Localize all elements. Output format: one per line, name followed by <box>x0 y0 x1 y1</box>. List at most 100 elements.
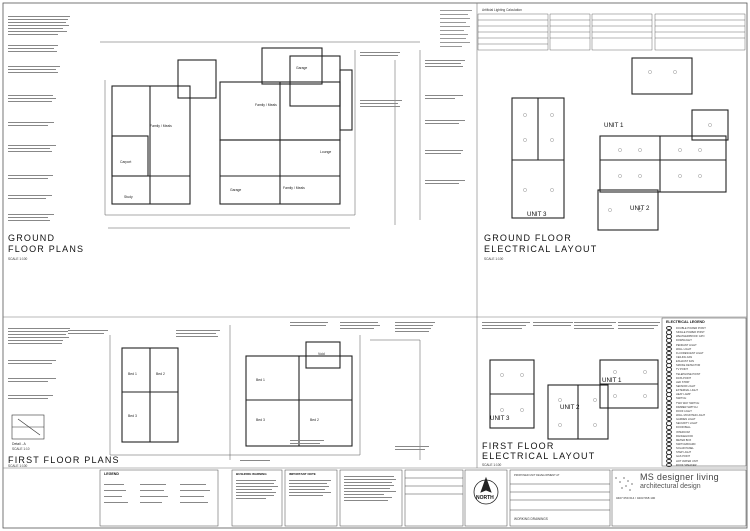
unit1-label-first: UNIT 1 <box>602 377 622 384</box>
legend-item-label: SINGLE POWER POINT <box>676 331 705 335</box>
room-study: Study <box>124 195 133 199</box>
legend-item: METER BOX <box>666 437 744 443</box>
legend-item: CEILING FAN <box>666 354 744 360</box>
important-note-title: IMPORTANT NOTE <box>289 472 316 476</box>
legend-item-label: WEATHERPROOF GPO <box>676 335 705 339</box>
legend-item-label: DIMMER SWITCH <box>676 405 698 409</box>
legend-symbol-icon <box>666 446 672 451</box>
legend-item: WEATHERPROOF GPO <box>666 334 744 339</box>
ground-electrical-scale: SCALE 1:100 <box>484 257 504 261</box>
first-electrical-title-2: ELECTRICAL LAYOUT <box>482 451 596 461</box>
unit3-label-ground: UNIT 3 <box>527 211 547 218</box>
legend-symbol-icon <box>666 334 672 339</box>
legend-item: RANGEHOOD <box>666 433 744 439</box>
legend-item: DOWNLIGHT <box>666 338 744 343</box>
legend-item-label: EXTERNAL LIGHT <box>676 389 698 392</box>
legend-item-label: CEILING FAN <box>676 355 693 359</box>
legend-symbol-icon <box>666 417 672 422</box>
electrical-legend-title: ELECTRICAL LEGEND <box>666 320 705 324</box>
lighting-calc-title: Artificial Lighting Calculation <box>482 8 522 12</box>
legend-item-label: SMOKE DETECTOR <box>676 364 701 368</box>
legend-symbol-icon <box>666 354 672 360</box>
legend-item-label: LED STRIP <box>676 380 690 384</box>
first-electrical-scale: SCALE 1:100 <box>482 463 502 467</box>
legend-item-label: FLUORESCENT LIGHT <box>676 351 704 355</box>
legend-item-label: TV POINT <box>676 368 688 372</box>
legend-symbol-icon <box>666 437 672 443</box>
legend-symbol-icon <box>666 396 672 401</box>
legend-item-label: SWITCH <box>676 397 687 401</box>
legend-symbol-icon <box>666 350 672 356</box>
legend-symbol-icon <box>666 421 672 426</box>
room-bed2-u2: Bed 2 <box>310 418 319 422</box>
ground-electrical-title-1: GROUND FLOOR <box>484 233 572 243</box>
legend-symbol-icon <box>666 450 672 455</box>
legend-symbol-icon <box>666 338 672 343</box>
legend-item: HOT WATER UNIT <box>666 458 744 463</box>
legend-item: TELEPHONE POINT <box>666 371 744 376</box>
room-bed3-u1: Bed 3 <box>256 418 265 422</box>
room-garage-u1: Garage <box>296 66 308 70</box>
ground-plans-scale: SCALE 1:100 <box>8 257 28 261</box>
legend-item: SWITCHBOARD <box>666 441 744 447</box>
legend-symbol-icon <box>666 429 672 434</box>
detail-a-scale: SCALE 1:10 <box>12 447 30 451</box>
legend-item: TV POINT <box>666 367 744 372</box>
legend-item-label: EXHAUST FAN <box>676 360 694 364</box>
room-bed1-u3: Bed 1 <box>128 372 137 376</box>
legend-symbol-icon <box>666 363 672 368</box>
legend-item-label: METER BOX <box>676 438 692 442</box>
legend-symbol-icon <box>666 388 672 393</box>
legend-item-label: GARDEN LIGHT <box>676 417 696 421</box>
legend-item: INTERCOM <box>666 429 744 434</box>
legend-item-label: ROOF LIGHT <box>676 409 692 413</box>
room-garage-u2: Garage <box>230 188 242 192</box>
legend-item: SINGLE POWER POINT <box>666 330 744 335</box>
legend-symbol-icon <box>666 367 672 372</box>
legend-symbol-icon <box>666 454 672 459</box>
legend-symbol-icon <box>666 458 672 463</box>
room-family-meals-u1: Family / Meals <box>255 103 277 107</box>
legend-symbol-icon <box>666 383 672 389</box>
legend-symbol-icon <box>666 330 672 335</box>
legend-symbol-icon <box>666 404 672 410</box>
legend-item-label: TELEPHONE POINT <box>676 372 701 376</box>
unit2-label-ground: UNIT 2 <box>630 205 650 212</box>
legend-item-label: STEP LIGHT <box>676 451 692 455</box>
legend-item-label: DOUBLE POWER POINT <box>676 326 706 330</box>
room-bed3-u3: Bed 3 <box>128 414 137 418</box>
legend-symbol-icon <box>666 462 672 468</box>
ground-plans-title-1: GROUND <box>8 233 56 243</box>
legend-item-label: SENSOR LIGHT <box>676 384 696 388</box>
legend-item-label: TWO WAY SWITCH <box>676 401 700 405</box>
legend-item: TWO WAY SWITCH <box>666 400 744 405</box>
legend-symbol-icon <box>666 433 672 439</box>
legend-item: LED STRIP <box>666 379 744 385</box>
legend-item: SMOKE DETECTOR <box>666 363 744 368</box>
legend-item-label: WALL MOUNTED LIGHT <box>676 413 706 417</box>
legend-item: DOUBLE POWER POINT <box>666 326 744 331</box>
legend-item: DATA POINT <box>666 375 744 381</box>
legend-item: GAS POINT <box>666 454 744 459</box>
legend-symbol-icon <box>666 441 672 447</box>
unit2-label-first: UNIT 2 <box>560 404 580 411</box>
legend-symbol-icon <box>666 408 672 414</box>
legend-item-label: GAS POINT <box>676 455 691 459</box>
legend-item-label: SECURITY LIGHT <box>676 422 698 426</box>
drawing-title: WORKING DRAWINGS <box>514 517 548 521</box>
legend-item: DIMMER SWITCH <box>666 404 744 410</box>
legend-item-label: DATA POINT <box>676 376 692 380</box>
room-void: Void <box>318 352 325 356</box>
legend-symbol-icon <box>666 375 672 381</box>
first-plans-title: FIRST FLOOR PLANS <box>8 455 120 465</box>
legend-item: STEP LIGHT <box>666 450 744 455</box>
legend-symbol-icon <box>666 425 672 430</box>
legend-item: WALL LIGHT <box>666 346 744 352</box>
legend-item: SECURITY LIGHT <box>666 421 744 426</box>
legend-item-label: DOOR BELL <box>676 426 691 430</box>
project-title: PROPOSED UNIT DEVELOPMENT AT <box>514 474 560 477</box>
legend-symbol-icon <box>666 371 672 376</box>
